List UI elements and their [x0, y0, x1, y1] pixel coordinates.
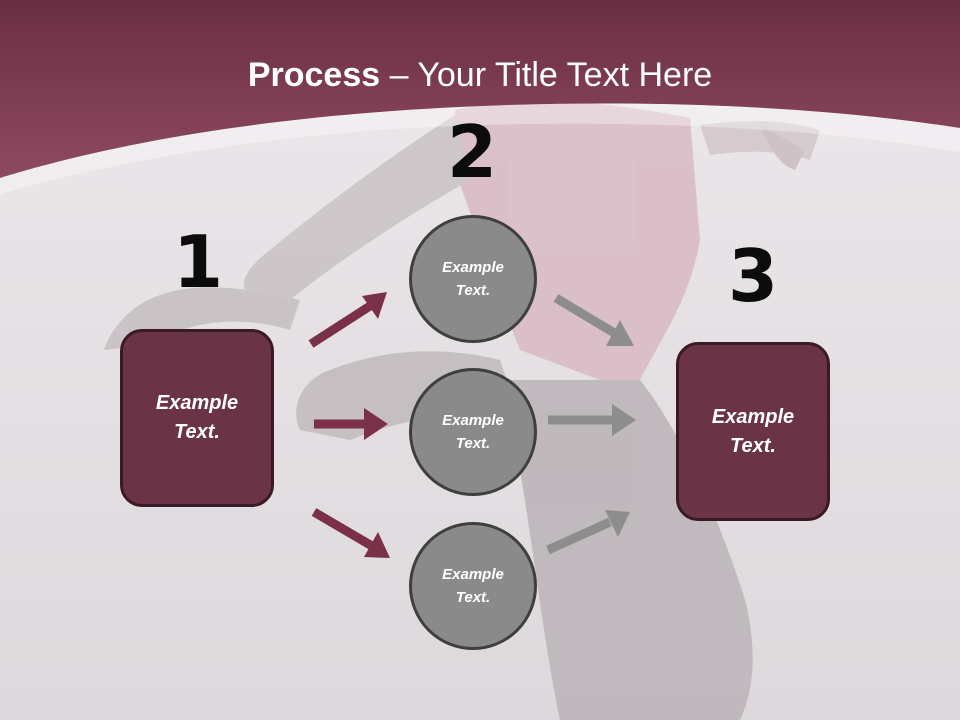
title-bold: Process: [247, 56, 381, 94]
circle-middle-text: Example Text.: [442, 412, 504, 452]
step-number-2: 2: [446, 110, 498, 194]
header-swoosh: [0, 103, 960, 194]
header-band: [0, 0, 960, 178]
step-2-circle-bottom: Example Text.: [409, 522, 537, 650]
step-3-text: Example Text.: [711, 405, 795, 457]
slide-title: Process – Your Title Text Here: [0, 54, 960, 96]
step-number-3: 3: [727, 234, 779, 318]
arrow-up-right-icon: [308, 292, 387, 348]
step-number-1: 1: [172, 220, 224, 304]
step-1-text: Example Text.: [155, 392, 239, 443]
circle-top-text: Example Text.: [442, 259, 504, 299]
arrow-right-icon: [548, 404, 636, 436]
arrow-right-icon: [314, 408, 388, 440]
step-2-circle-top: Example Text.: [409, 215, 537, 343]
circle-bottom-text: Example Text.: [442, 566, 504, 606]
arrow-up-right-icon: [546, 510, 630, 555]
step-3-box: Example Text.: [676, 342, 830, 521]
arrow-down-right-icon: [311, 508, 390, 558]
step-1-box: Example Text.: [120, 329, 274, 507]
arrow-down-right-icon: [553, 294, 634, 346]
title-rest: – Your Title Text Here: [380, 56, 713, 94]
step-2-circle-middle: Example Text.: [409, 368, 537, 496]
